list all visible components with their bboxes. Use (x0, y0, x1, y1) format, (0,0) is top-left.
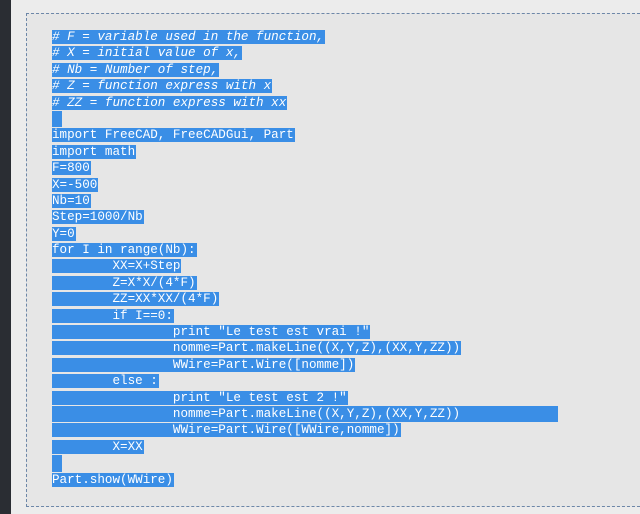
code-line: Z=X*X/(4*F) (52, 275, 197, 290)
code-line: WWire=Part.Wire([nomme]) (52, 357, 356, 372)
code-line: else : (52, 374, 159, 389)
code-line-comment: # ZZ = function express with xx (52, 95, 288, 110)
code-line: nomme=Part.makeLine((X,Y,Z),(XX,Y,ZZ)) (52, 405, 558, 423)
code-line: Step=1000/Nb (52, 210, 144, 225)
code-line: import math (52, 144, 137, 159)
code-line-comment: # Nb = Number of step, (52, 62, 220, 77)
code-line: WWire=Part.Wire([WWire,nomme]) (52, 423, 401, 438)
code-text[interactable]: # F = variable used in the function, # X … (52, 29, 558, 488)
code-line: ZZ=XX*XX/(4*F) (52, 292, 220, 307)
code-line: Nb=10 (52, 193, 91, 208)
code-line: nomme=Part.makeLine((X,Y,Z),(XX,Y,ZZ)) (52, 341, 462, 356)
code-line: F=800 (52, 161, 91, 176)
code-line-comment: # F = variable used in the function, (52, 30, 326, 44)
code-line: X=-500 (52, 177, 99, 192)
code-line: import FreeCAD, FreeCADGui, Part (52, 128, 295, 143)
code-line: Y=0 (52, 226, 76, 241)
code-line-comment: # Z = function express with x (52, 79, 273, 94)
code-line: if I==0: (52, 308, 174, 323)
code-line-blank (52, 110, 558, 128)
code-line: Part.show(WWire) (52, 472, 174, 487)
code-line-blank (52, 455, 558, 472)
code-line: print "Le test est vrai !" (52, 325, 371, 340)
code-line-comment: # X = initial value of x, (52, 46, 242, 61)
code-line: print "Le test est 2 !" (52, 390, 348, 405)
code-line: XX=X+Step (52, 259, 182, 274)
code-line: X=XX (52, 439, 144, 454)
code-line: for I in range(Nb): (52, 243, 197, 258)
